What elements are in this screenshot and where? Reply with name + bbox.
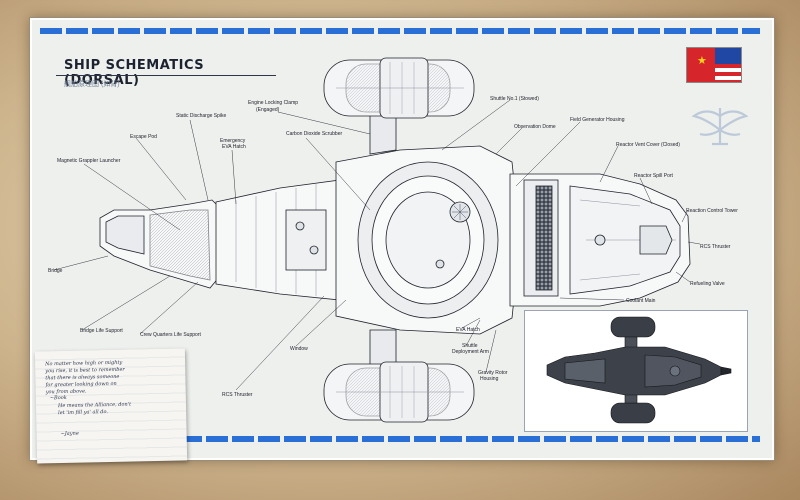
leader-lines: [53, 99, 701, 391]
label-eva-hatch: EVA Hatch: [456, 327, 480, 333]
title-block: SHIP SCHEMATICS (DORSAL) 舰舶原理图 (如背): [56, 55, 276, 90]
label-rcs-thruster-bottom: RCS Thruster: [222, 392, 253, 398]
alliance-emblem-icon: [691, 108, 749, 146]
note-signature: ~Book: [49, 394, 67, 402]
label-shuttle-no1: Shuttle No.1 (Stowed): [490, 96, 539, 102]
handwritten-note: No matter how high or mighty you rise, i…: [34, 348, 188, 464]
label-emergency-eva-hatch-2: EVA Hatch: [222, 144, 246, 150]
flag-icon: ★: [686, 47, 742, 83]
label-escape-pod: Escape Pod: [130, 134, 157, 140]
label-coolant-main: Coolant Main: [626, 298, 656, 304]
ship-schematic-diagram: [53, 57, 701, 423]
bottom-dashed-rule: [180, 436, 760, 442]
note-reply: He means the Alliance, don't let 'im fil…: [57, 401, 132, 417]
note-quote: No matter how high or mighty you rise, i…: [45, 359, 125, 396]
top-dashed-rule: [40, 28, 760, 34]
label-static-discharge-spike: Static Discharge Spike: [176, 113, 227, 119]
page-subtitle: 舰舶原理图 (如背): [64, 81, 120, 88]
label-gravity-rotor-housing-1: Gravity Rotor: [478, 370, 508, 376]
ship-render-image: [546, 316, 732, 424]
page-title: SHIP SCHEMATICS (DORSAL): [64, 58, 205, 88]
label-reactor-vent-cover: Reactor Vent Cover (Closed): [616, 142, 680, 148]
label-carbon-dioxide-scrubber: Carbon Dioxide Scrubber: [286, 131, 343, 137]
label-field-generator-housing: Field Generator Housing: [570, 117, 625, 123]
label-shuttle-deployment-arm-1: Shuttle: [462, 343, 478, 349]
label-observation-dome: Observation Dome: [514, 124, 556, 130]
ship-photo-inset: [524, 310, 748, 432]
ship-hull: [99, 57, 691, 423]
upper-engine-nacelle: [323, 57, 475, 119]
label-emergency-eva-hatch-1: Emergency: [220, 138, 246, 144]
label-rcs-thruster-right: RCS Thruster: [700, 244, 731, 250]
label-bridge-life-support: Bridge Life Support: [80, 328, 123, 334]
label-crew-quarters-life-support: Crew Quarters Life Support: [140, 332, 201, 338]
label-bridge: Bridge: [48, 268, 63, 274]
title-underline: [56, 75, 276, 76]
label-engine-locking-clamp-state: (Engaged): [256, 107, 280, 113]
label-shuttle-deployment-arm-2: Deployment Arm: [452, 349, 489, 355]
label-reaction-control-tower: Reaction Control Tower: [686, 208, 738, 214]
lower-engine-nacelle: [323, 361, 475, 423]
label-window: Window: [290, 346, 308, 352]
label-gravity-rotor-housing-2: Housing: [480, 376, 499, 382]
label-refueling-valve: Refueling Valve: [690, 281, 725, 287]
label-engine-locking-clamp: Engine Locking Clamp: [248, 100, 299, 106]
label-magnetic-grappler-launcher: Magnetic Grappler Launcher: [57, 158, 121, 164]
note-reply-signature: ~Jayne: [60, 430, 79, 438]
label-reactor-spill-port: Reactor Spill Port: [634, 173, 673, 179]
